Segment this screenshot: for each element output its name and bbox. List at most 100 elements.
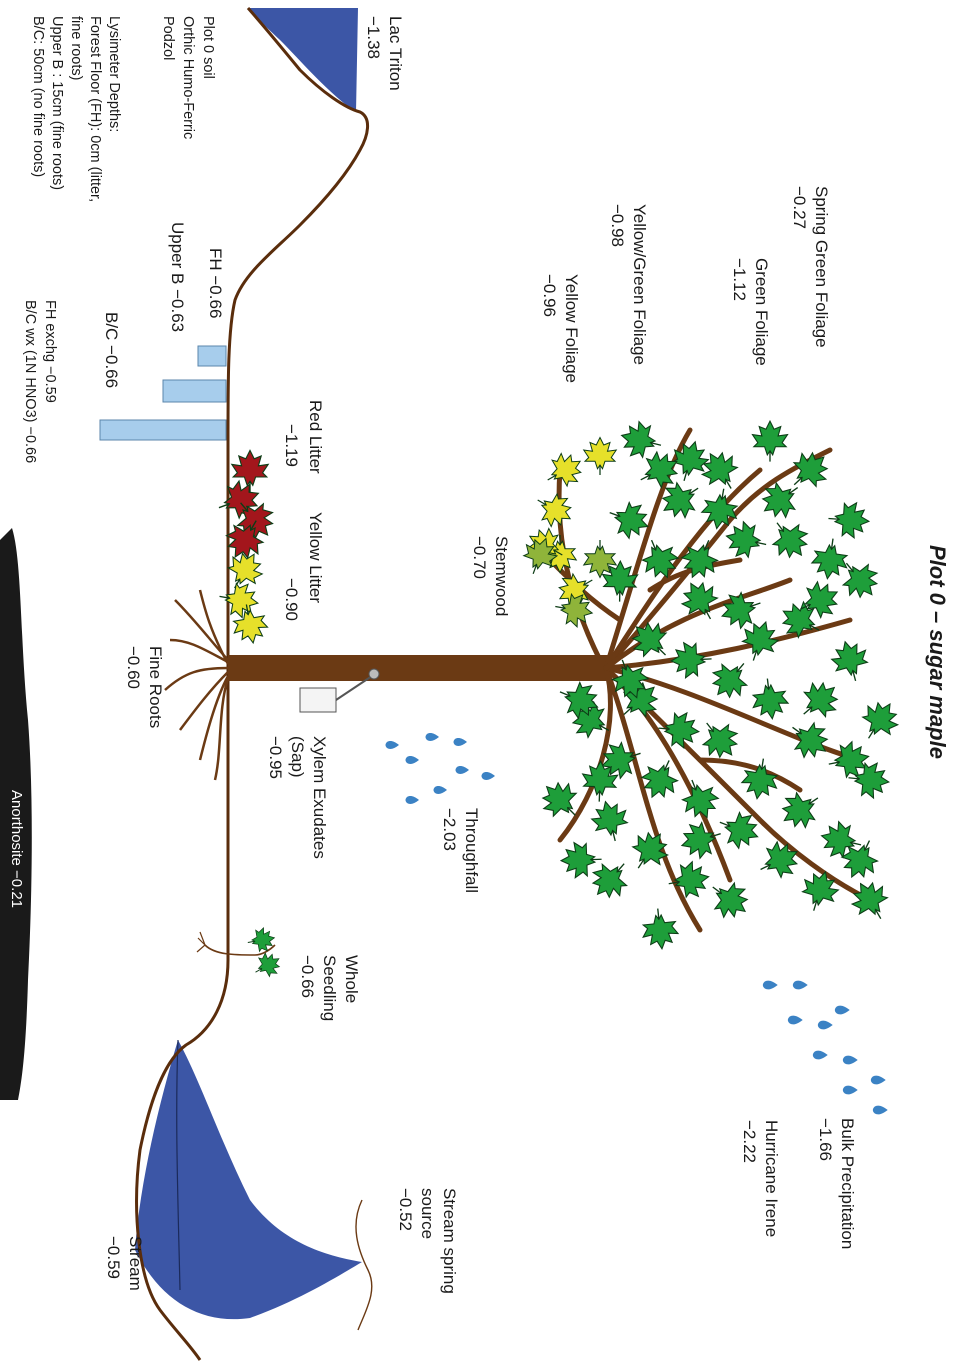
label-stream-spring-source-line-1: Stream spring bbox=[440, 1188, 459, 1294]
label-throughfall: Throughfall−2.03 bbox=[440, 808, 481, 893]
sap-spile bbox=[369, 669, 379, 679]
green-leaf bbox=[753, 836, 805, 885]
label-anorthosite: Anorthosite −0.21 bbox=[8, 790, 25, 908]
sap-bottle-body bbox=[300, 688, 336, 712]
label-yellow-green-foliage-line-2: −0.98 bbox=[608, 204, 627, 247]
soil-info-line-3: Podzol bbox=[160, 16, 176, 60]
label-whole-seedling-line-1: Whole bbox=[342, 955, 361, 1003]
label-red-litter-value: −1.19 bbox=[282, 424, 301, 467]
label-yellow-litter-value-line-1: −0.90 bbox=[282, 578, 301, 621]
spring-source-line bbox=[356, 1200, 372, 1330]
label-stemwood: Stemwood−0.70 bbox=[470, 536, 511, 616]
yellow-leaf bbox=[540, 447, 589, 494]
label-yellow-green-foliage-line-1: Yellow/Green Foliage bbox=[630, 204, 649, 365]
label-green-foliage-line-1: Green Foliage bbox=[752, 258, 771, 366]
yellow-litter-leaf bbox=[217, 580, 261, 620]
label-lac-triton-line-1: Lac Triton bbox=[386, 16, 405, 91]
throughfall-drop bbox=[426, 733, 440, 741]
green-leaf bbox=[588, 797, 632, 845]
label-yellow-litter-line-1: Yellow Litter bbox=[306, 512, 325, 603]
green-leaf bbox=[750, 676, 790, 720]
label-red-litter: Red Litter bbox=[306, 400, 325, 474]
label-hurricane-irene: Hurricane Irene−2.22 bbox=[740, 1120, 781, 1237]
label-spring-green-foliage-line-1: Spring Green Foliage bbox=[812, 186, 831, 348]
lysimeter-info-line-3: fine roots) bbox=[68, 16, 84, 80]
green-leaf bbox=[782, 713, 835, 765]
yellow-leaf bbox=[584, 438, 617, 476]
green-leaf bbox=[754, 473, 807, 525]
label-bulk-precipitation: Bulk Precipitation−1.66 bbox=[816, 1118, 857, 1249]
label-stream-spring-source-line-3: −0.52 bbox=[396, 1188, 415, 1231]
label-bc-line-1: B/C −0.66 bbox=[102, 312, 121, 388]
label-fine-roots-line-1: Fine Roots bbox=[146, 646, 165, 728]
root-6 bbox=[200, 590, 228, 664]
label-xylem-exudates: Xylem Exudates(Sap)−0.95 bbox=[266, 736, 329, 859]
label-fh-exchg-bc-wx-line-2: B/C wx (1N HNO3) −0.66 bbox=[22, 300, 38, 463]
trunk bbox=[228, 655, 608, 681]
label-throughfall-line-2: −2.03 bbox=[440, 808, 459, 851]
label-green-foliage-line-2: −1.12 bbox=[730, 258, 749, 301]
label-stream-line-2: −0.59 bbox=[104, 1236, 123, 1279]
yellow-leaf bbox=[530, 486, 579, 533]
label-upper-b-line-1: Upper B −0.63 bbox=[168, 222, 187, 332]
green-leaf bbox=[752, 421, 787, 462]
label-yellow-litter: Yellow Litter bbox=[306, 512, 325, 603]
label-yellow-foliage: Yellow Foliage−0.96 bbox=[540, 274, 581, 383]
label-fh: FH −0.66 bbox=[206, 248, 225, 318]
lysimeter-info-line-5: B/C: 50cm (no fine roots) bbox=[30, 16, 46, 177]
throughfall-drop bbox=[454, 738, 468, 746]
label-stemwood-line-2: −0.70 bbox=[470, 536, 489, 579]
green-leaf bbox=[797, 867, 842, 916]
label-anorthosite-line-1: Anorthosite −0.21 bbox=[8, 790, 25, 908]
soil-info-line-2: Orthic Humo-Ferric bbox=[180, 16, 196, 139]
soil-info-line-1: Plot 0 soil bbox=[200, 16, 216, 79]
label-xylem-exudates-line-3: −0.95 bbox=[266, 736, 285, 779]
throughfall-drop bbox=[482, 772, 496, 780]
label-red-litter-line-1: Red Litter bbox=[306, 400, 325, 474]
bulk-precip-drop bbox=[818, 1021, 833, 1030]
root-3 bbox=[165, 668, 228, 690]
root-7 bbox=[215, 678, 228, 780]
green-leaf bbox=[845, 875, 896, 928]
bulk-precip-drop bbox=[843, 1056, 858, 1065]
bulk-precip-drop bbox=[763, 981, 778, 990]
label-hurricane-irene-line-2: −2.22 bbox=[740, 1120, 759, 1163]
soil-info: Plot 0 soilOrthic Humo-FerricPodzol bbox=[160, 16, 216, 139]
label-bulk-precipitation-line-1: Bulk Precipitation bbox=[838, 1118, 857, 1249]
green-leaf bbox=[828, 637, 872, 685]
label-throughfall-line-1: Throughfall bbox=[462, 808, 481, 893]
label-xylem-exudates-line-1: Xylem Exudates bbox=[310, 736, 329, 859]
labels: Plot 0 – sugar maple Spring Green Foliage… bbox=[8, 16, 950, 1294]
green-leaf bbox=[810, 536, 850, 581]
lysimeter-info-line-4: Upper B : 15cm (fine roots) bbox=[49, 16, 65, 190]
title-line-1: Plot 0 – sugar maple bbox=[925, 545, 950, 759]
green-leaf bbox=[763, 512, 815, 565]
throughfall-drop bbox=[406, 756, 420, 764]
bulk-precip-drop bbox=[788, 1016, 803, 1025]
label-bulk-precipitation-line-2: −1.66 bbox=[816, 1118, 835, 1161]
lysimeter-upper-b-bar bbox=[163, 380, 226, 402]
label-fh-exchg-bc-wx: FH exchg −0.59B/C wx (1N HNO3) −0.66 bbox=[22, 300, 58, 463]
label-stream: Stream−0.59 bbox=[104, 1236, 145, 1291]
green-leaf bbox=[854, 695, 905, 748]
lysimeter-fh-bar bbox=[198, 346, 226, 366]
label-whole-seedling-line-3: −0.66 bbox=[298, 955, 317, 998]
label-stemwood-line-1: Stemwood bbox=[492, 536, 511, 616]
lysimeter-info: Lysimeter Depths:Forest Floor (FH): 0cm … bbox=[30, 16, 122, 202]
label-yellow-foliage-line-2: −0.96 bbox=[540, 274, 559, 317]
label-upper-b: Upper B −0.63 bbox=[168, 222, 187, 332]
green-leaf bbox=[676, 773, 724, 824]
bulk-precip-drop bbox=[793, 981, 808, 990]
label-stream-line-1: Stream bbox=[126, 1236, 145, 1291]
green-leaf bbox=[534, 774, 587, 827]
bulk-precip-drop bbox=[843, 1086, 858, 1095]
label-hurricane-irene-line-1: Hurricane Irene bbox=[762, 1120, 781, 1237]
label-bc: B/C −0.66 bbox=[102, 312, 121, 388]
label-stream-spring-source-line-2: source bbox=[418, 1188, 437, 1239]
label-fh-line-1: FH −0.66 bbox=[206, 248, 225, 318]
precipitation-drops bbox=[386, 733, 888, 1114]
lysimeter-bc-bar bbox=[100, 420, 226, 440]
label-fh-exchg-bc-wx-line-1: FH exchg −0.59 bbox=[42, 300, 58, 403]
